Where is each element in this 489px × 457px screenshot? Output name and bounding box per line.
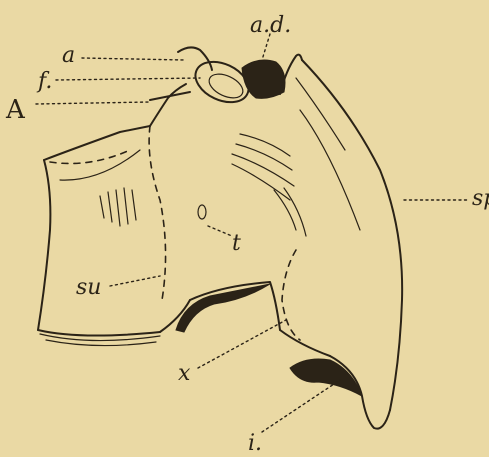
label-ad: a.d. — [250, 13, 291, 38]
label-a: a — [62, 43, 75, 68]
label-A: A — [5, 95, 26, 125]
bone-outline — [38, 47, 402, 428]
label-su: su — [76, 275, 101, 300]
label-f: f. — [36, 69, 52, 94]
label-x: x — [178, 361, 191, 386]
label-t: t — [232, 231, 241, 256]
label-sp: sp. — [472, 186, 489, 211]
label-i: i. — [248, 431, 262, 456]
